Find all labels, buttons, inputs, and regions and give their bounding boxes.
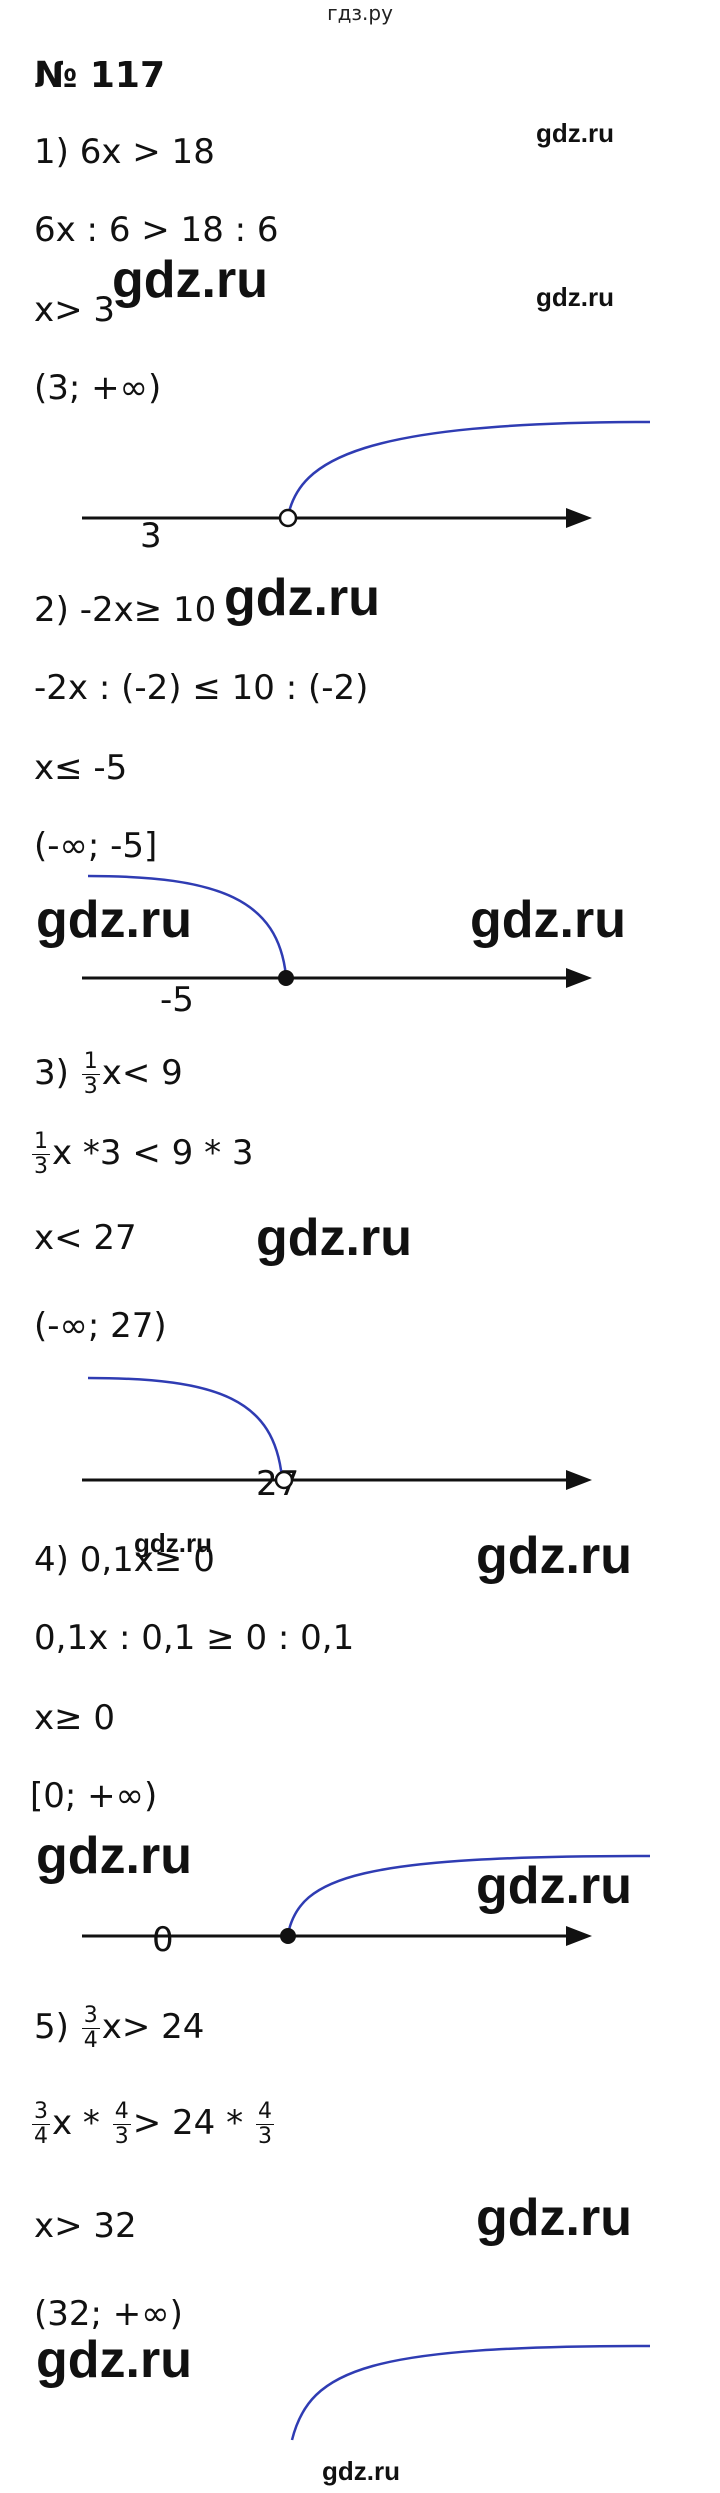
p4-closed-point: [280, 1928, 296, 1944]
p4-solution-curve: [286, 1854, 651, 1935]
p2-line-1: 2) -2x≥ 10: [34, 590, 217, 630]
p2-tick-label: -5: [160, 980, 194, 1020]
p5-fa-den: 4: [34, 2124, 48, 2149]
p1-open-point: [278, 508, 298, 528]
p1-line-1: 1) 6x > 18: [34, 132, 215, 172]
p3-frac-num: 1: [81, 1049, 100, 1075]
watermark-4: gdz.ru: [224, 569, 380, 627]
p5-line-3: x> 32: [34, 2206, 137, 2246]
p5-line-2-mid: x *: [52, 2103, 111, 2143]
p3-axis-arrow: [566, 1470, 592, 1490]
watermark-6: gdz.ru: [470, 891, 626, 949]
p5-prefix: 5): [34, 2007, 80, 2047]
p5-fc-den: 3: [257, 2124, 272, 2149]
p5-suffix: x> 24: [101, 2007, 205, 2047]
p5-frac-den: 4: [83, 2028, 98, 2053]
p3-frac2-den: 3: [34, 1154, 48, 1179]
p1-tick-label: 3: [140, 516, 162, 556]
p3-line-3: x< 27: [34, 1218, 137, 1258]
p2-axis-arrow: [566, 968, 592, 988]
p3-frac2-num: 1: [32, 1129, 50, 1155]
watermark-9: gdz.ru: [476, 1527, 632, 1585]
p3-open-point: [274, 1470, 294, 1490]
p5-fa-num: 3: [32, 2099, 50, 2125]
site-header[interactable]: гдз.ру: [327, 1, 393, 25]
p3-suffix: x< 9: [101, 1053, 183, 1093]
p3-line-2-text: x *3 < 9 * 3: [52, 1133, 254, 1173]
p2-closed-point: [278, 970, 294, 986]
watermark-1: gdz.ru: [536, 118, 614, 148]
p5-frac-num: 3: [81, 2003, 100, 2029]
p3-line-4: (-∞; 27): [34, 1306, 167, 1346]
p1-solution-curve: [286, 420, 651, 517]
watermark-11: gdz.ru: [476, 1857, 632, 1915]
p4-tick-label: 0: [152, 1920, 174, 1960]
p3-frac-den: 3: [83, 1074, 98, 1099]
watermark-2: gdz.ru: [112, 251, 268, 309]
p3-prefix: 3): [34, 1053, 80, 1093]
p5-solution-curve: [290, 2344, 651, 2441]
watermark-10: gdz.ru: [36, 1827, 192, 1885]
p2-line-4: (-∞; -5]: [34, 826, 158, 866]
p2-solution-curve: [87, 874, 288, 977]
watermark-7: gdz.ru: [256, 1209, 412, 1267]
watermark-12: gdz.ru: [476, 2189, 632, 2247]
p5-fb-num: 4: [112, 2099, 131, 2125]
watermark-14: gdz.ru: [322, 2456, 400, 2486]
watermark-5: gdz.ru: [36, 891, 192, 949]
watermark-8: gdz.ru: [134, 1528, 212, 1558]
p4-line-4: [0; +∞): [30, 1776, 158, 1816]
p1-axis-arrow: [566, 508, 592, 528]
watermark-13: gdz.ru: [36, 2331, 192, 2389]
p4-axis-arrow: [566, 1926, 592, 1946]
p1-line-2: 6x : 6 > 18 : 6: [34, 210, 279, 250]
p4-line-1: 4) 0,1x≥ 0: [34, 1540, 215, 1580]
p4-line-3: x≥ 0: [34, 1698, 116, 1738]
p2-line-2: -2x : (-2) ≤ 10 : (-2): [34, 668, 369, 708]
p3-solution-curve: [87, 1376, 284, 1479]
p4-line-2: 0,1x : 0,1 ≥ 0 : 0,1: [34, 1618, 355, 1658]
p2-line-3: x≤ -5: [34, 748, 128, 788]
p5-line-2-mid2: > 24 *: [132, 2103, 254, 2143]
p1-line-4: (3; +∞): [34, 368, 162, 408]
p5-line-4: (32; +∞): [34, 2294, 183, 2334]
problem-title: № 117: [34, 55, 165, 96]
p5-fb-den: 3: [114, 2124, 129, 2149]
p1-line-3: x> 3: [34, 290, 116, 330]
watermark-3: gdz.ru: [536, 282, 614, 312]
p5-fc-num: 4: [255, 2099, 274, 2125]
